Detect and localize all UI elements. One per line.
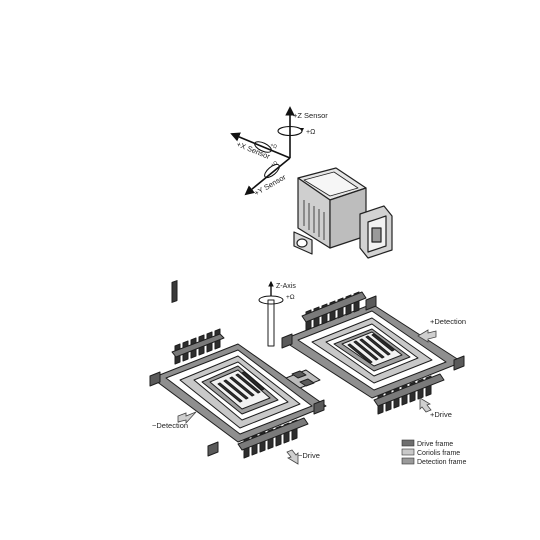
legend-swatch [401,457,415,465]
plus-detection-label: +Detection [430,317,466,326]
plus-drive-arrow [419,397,432,413]
minus-detection-arrow [177,411,197,425]
z-axis-label: Z-Axis [276,283,296,290]
plus-drive-label: +Drive [430,410,452,419]
mems-omega-label: +Ω [286,294,295,301]
minus-detection-label: −Detection [152,421,188,430]
plus-detection-arrow [417,329,437,343]
y-omega-label: +Ω [270,160,279,169]
motion-arrows [177,329,437,465]
right-module [281,291,465,415]
z-axis-rotation-icon [258,295,284,305]
minus-drive-arrow [286,449,299,465]
x-axis-arrow [230,132,291,159]
legend-swatch [401,439,415,447]
z-omega-label: +Ω [306,129,315,136]
x-omega-label: +Ω [269,142,278,150]
z-axis-pole [258,280,284,347]
z-sensor-label: +Z Sensor [293,111,328,120]
left-module [149,280,327,459]
mems-structure [149,280,465,459]
legend-label: Detection frame [417,459,467,466]
legend-label: Drive frame [417,441,453,448]
legend-swatch [401,448,415,456]
y-axis-arrow [244,157,291,196]
minus-drive-label: −Drive [298,451,320,460]
coupling-spring [285,369,321,389]
legend-label: Coriolis frame [417,450,460,457]
sensor-housing [293,167,393,259]
